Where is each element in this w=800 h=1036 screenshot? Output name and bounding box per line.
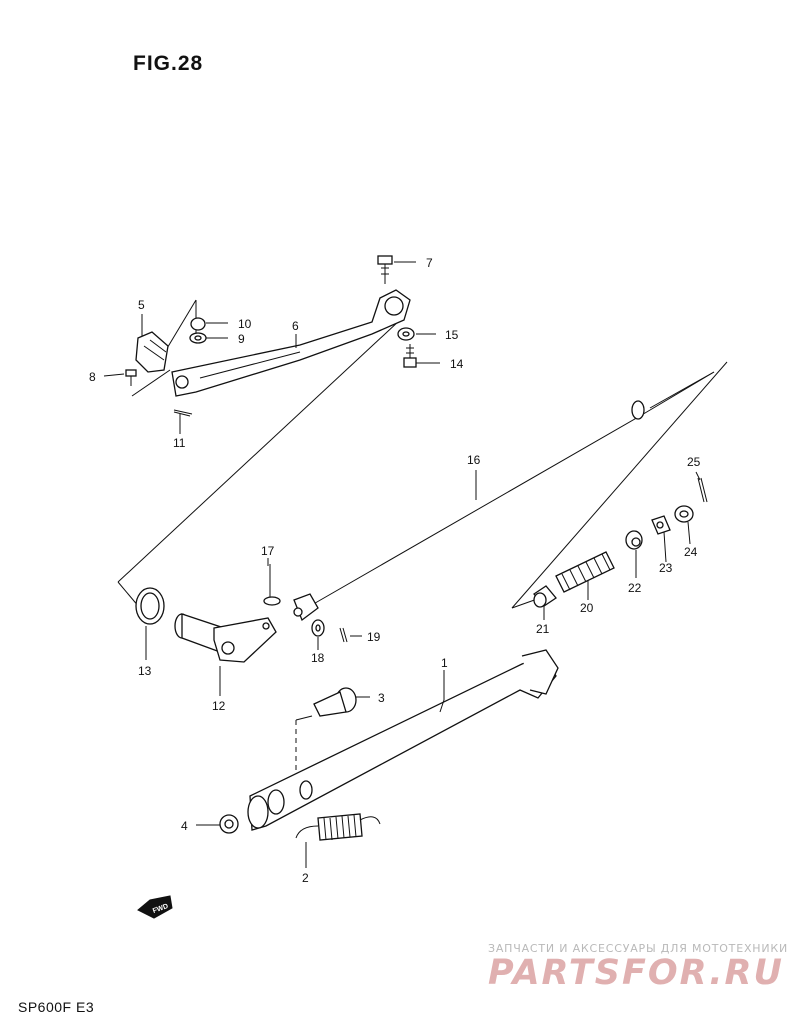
part-11-cotter-pin (173, 409, 193, 417)
part-16-brake-rod (293, 371, 715, 622)
part-6-pedal-lever (171, 289, 411, 397)
part-23-joint (651, 515, 671, 535)
callout-3: 3 (378, 691, 385, 705)
part-15-nut (397, 327, 415, 341)
part-10-washer (190, 317, 206, 331)
callout-23: 23 (659, 561, 673, 575)
callout-2: 2 (302, 871, 309, 885)
watermark-logo: PARTSFOR.RU (488, 953, 784, 993)
part-4-nut (219, 814, 239, 834)
model-code: SP600F E3 (18, 999, 95, 1015)
fwd-arrow-icon: FWD (137, 895, 173, 919)
part-18-washer (311, 619, 325, 637)
part-5-bracket (135, 331, 169, 373)
part-12-shaft-arm (174, 613, 277, 663)
callout-22: 22 (628, 581, 642, 595)
part-17-pin (263, 564, 281, 606)
part-1-side-stand (247, 649, 559, 831)
part-2-spring (295, 813, 381, 841)
part-24-nut (674, 505, 694, 523)
callout-14: 14 (450, 357, 464, 371)
callout-11: 11 (173, 436, 186, 450)
callout-9: 9 (238, 332, 245, 346)
part-22-nut (625, 530, 643, 550)
callout-6: 6 (292, 319, 299, 333)
callout-24: 24 (684, 545, 698, 559)
callout-17: 17 (261, 544, 275, 558)
part-8-pin (125, 369, 137, 386)
callout-7: 7 (426, 256, 433, 270)
callout-4: 4 (181, 819, 188, 833)
callout-19: 19 (367, 630, 381, 644)
part-3-bolt (313, 687, 357, 717)
part-13-o-ring (135, 587, 165, 625)
part-21-sleeve (533, 585, 557, 608)
callout-15: 15 (445, 328, 459, 342)
callout-20: 20 (580, 601, 594, 615)
watermark-tagline: ЗАПЧАСТИ И АКСЕССУАРЫ ДЛЯ МОТОТЕХНИКИ (488, 942, 789, 955)
callout-10: 10 (238, 317, 252, 331)
callout-18: 18 (311, 651, 325, 665)
part-14-bolt (403, 344, 417, 368)
callout-5: 5 (138, 298, 145, 312)
callout-13: 13 (138, 664, 152, 678)
callout-25: 25 (687, 455, 701, 469)
part-7-bolt (377, 255, 393, 284)
figure-title: FIG.28 (133, 52, 204, 75)
callout-16: 16 (467, 453, 481, 467)
callout-21: 21 (536, 622, 550, 636)
callout-1: 1 (441, 656, 448, 670)
part-9-washer (189, 332, 207, 344)
callout-labels: 1 2 3 4 5 6 7 8 9 10 11 12 13 14 15 16 1… (89, 256, 701, 885)
leader-lines (103, 261, 701, 868)
part-20-spring (555, 551, 615, 593)
callout-12: 12 (212, 699, 226, 713)
part-25-cotter-pin (697, 477, 708, 503)
callout-8: 8 (89, 370, 96, 384)
part-19-cotter-pin (339, 627, 348, 643)
